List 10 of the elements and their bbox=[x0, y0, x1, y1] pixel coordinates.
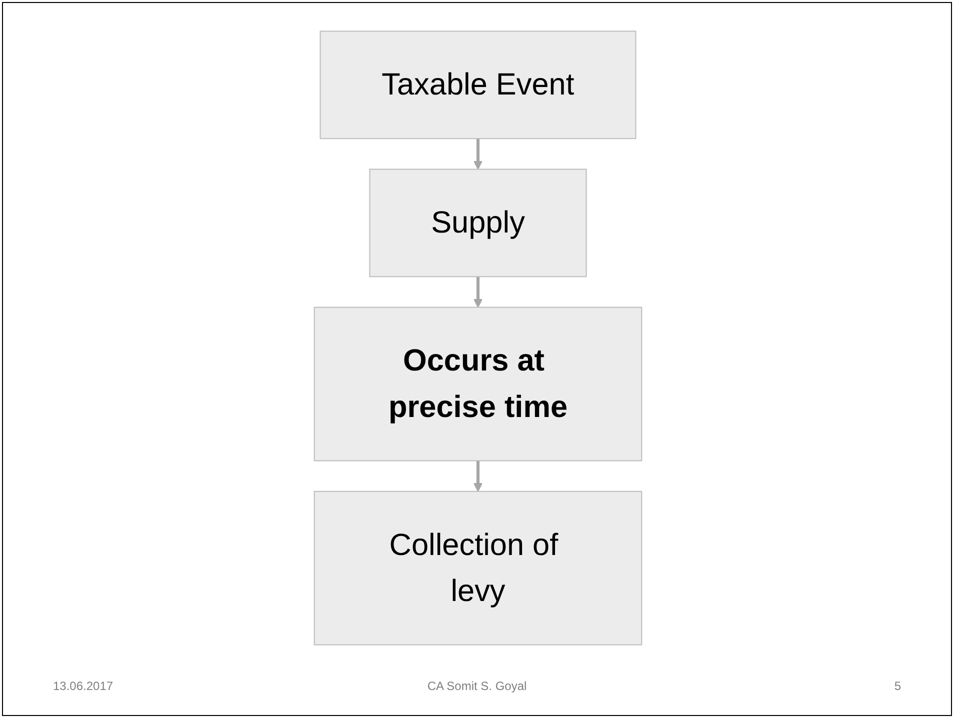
node-box: Occurs at precise time bbox=[314, 306, 642, 462]
page-number: 5 bbox=[894, 679, 901, 693]
arrow bbox=[474, 460, 482, 492]
arrow bbox=[474, 138, 482, 170]
date-text: 13.06.2017 bbox=[53, 679, 114, 693]
node-box: Supply bbox=[369, 168, 587, 278]
node-box: Collection of levy bbox=[314, 490, 642, 646]
node-box: Taxable Event bbox=[320, 30, 636, 140]
arrow bbox=[474, 276, 482, 308]
author-text: CA Somit S. Goyal bbox=[427, 679, 527, 693]
